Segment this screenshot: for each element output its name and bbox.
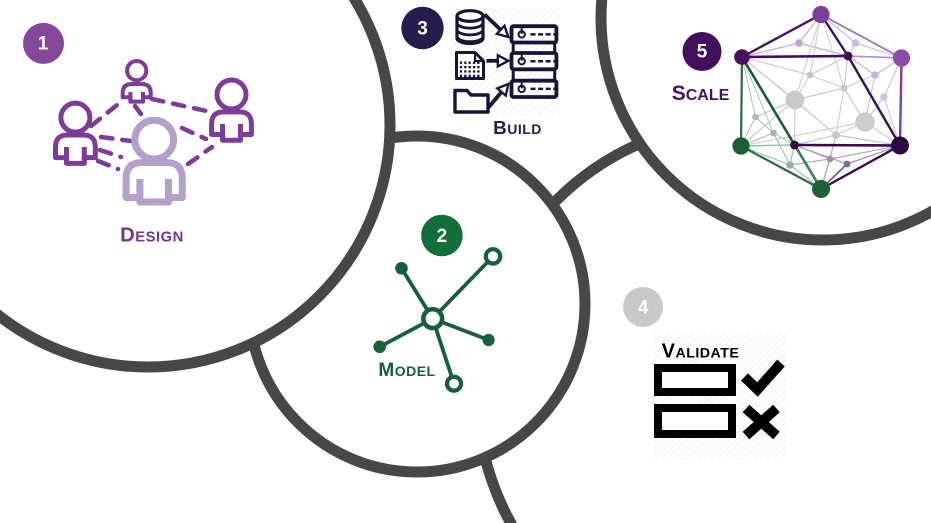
- svg-text:VALIDATE: VALIDATE: [662, 340, 740, 362]
- svg-text:1: 1: [38, 34, 49, 55]
- svg-text:2: 2: [437, 226, 448, 247]
- svg-text:DESIGN: DESIGN: [120, 225, 184, 247]
- svg-text:SCALE: SCALE: [672, 82, 730, 105]
- svg-text:BUILD: BUILD: [493, 118, 542, 139]
- svg-text:MODEL: MODEL: [378, 360, 435, 381]
- svg-text:4: 4: [638, 298, 649, 319]
- svg-text:3: 3: [417, 19, 428, 40]
- svg-text:5: 5: [697, 42, 708, 63]
